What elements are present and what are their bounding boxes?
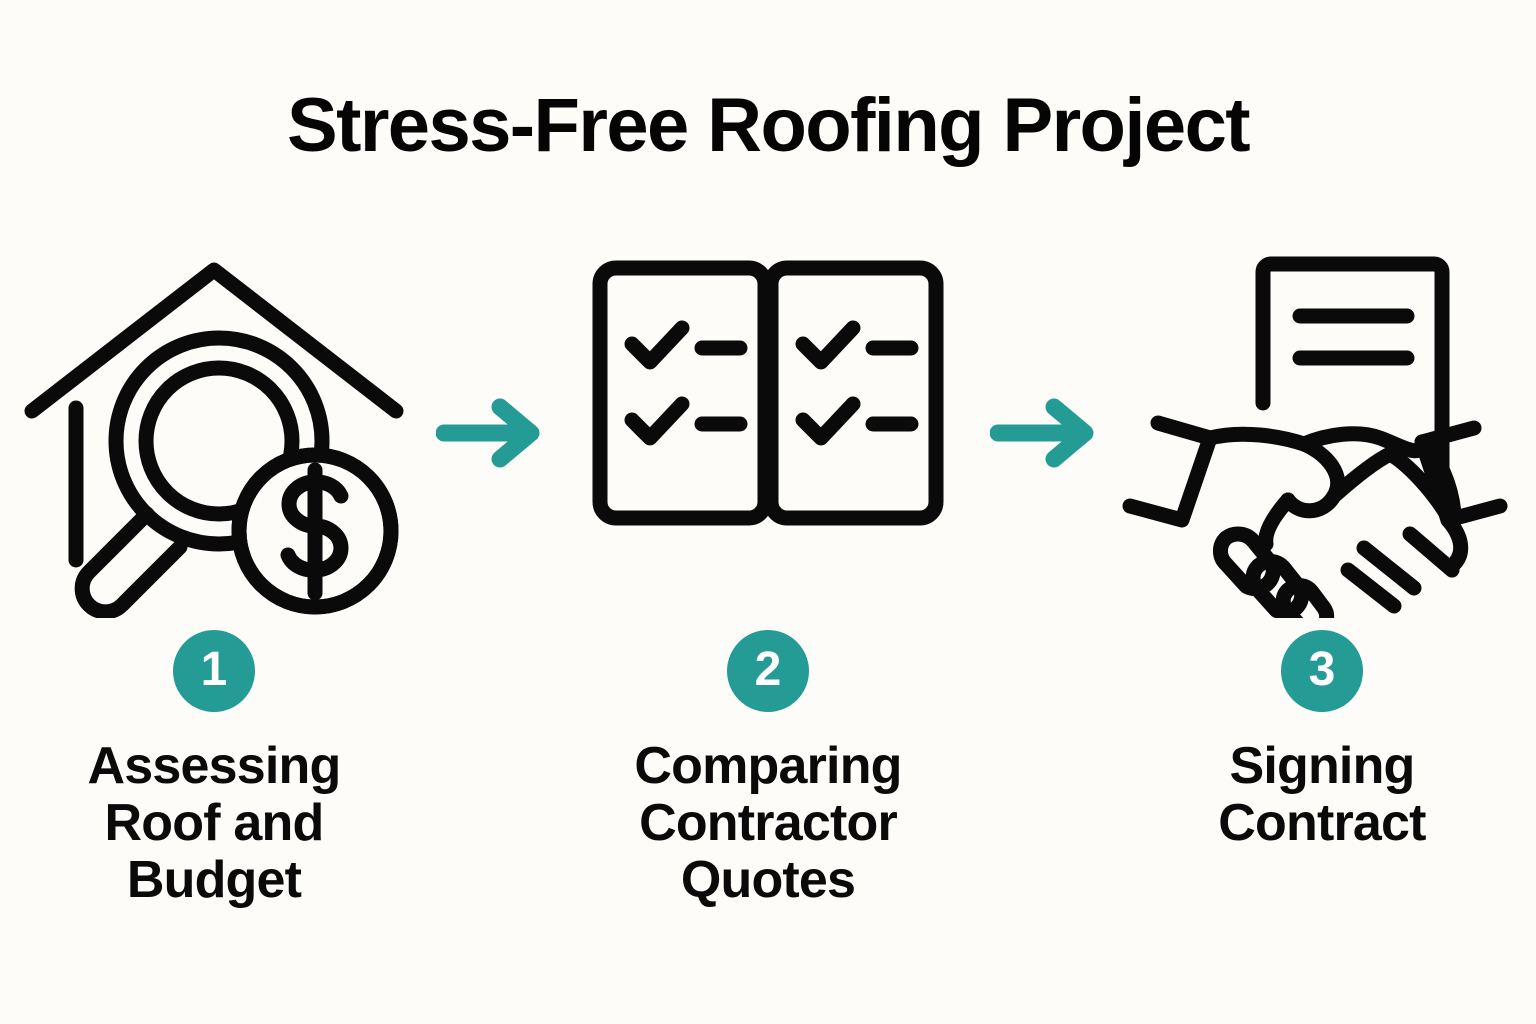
step-label-line: Contract [1218,794,1426,853]
step-number-badge: 2 [727,630,809,712]
step-number-badge: 3 [1281,630,1363,712]
step-1: 1 Assessing Roof and Budget [4,248,424,910]
two-checklists-icon [568,248,968,618]
arrow-right-icon-1 [424,248,558,618]
process-flow: 1 Assessing Roof and Budget [0,248,1536,988]
step-number-badge: 1 [173,630,255,712]
house-magnifier-dollar-icon [14,248,414,618]
step-label-line: Roof and [104,794,325,853]
step-label: Comparing Contractor Quotes [634,737,902,910]
arrow-right-icon-2 [978,248,1112,618]
step-label-line: Contractor [639,794,898,853]
step-label-line: Quotes [680,851,856,910]
step-label-line: Assessing [87,737,342,795]
step-label-line: Budget [126,851,302,910]
step-label: Signing Contract [1218,737,1426,853]
step-3: 3 Signing Contract [1112,248,1532,852]
step-label-line: Signing [1229,737,1415,795]
step-label: Assessing Roof and Budget [87,737,342,910]
step-label-line: Comparing [634,737,902,795]
handshake-document-icon [1122,248,1522,618]
page-title: Stress-Free Roofing Project [287,83,1251,168]
step-2: 2 Comparing Contractor Quotes [558,248,978,910]
